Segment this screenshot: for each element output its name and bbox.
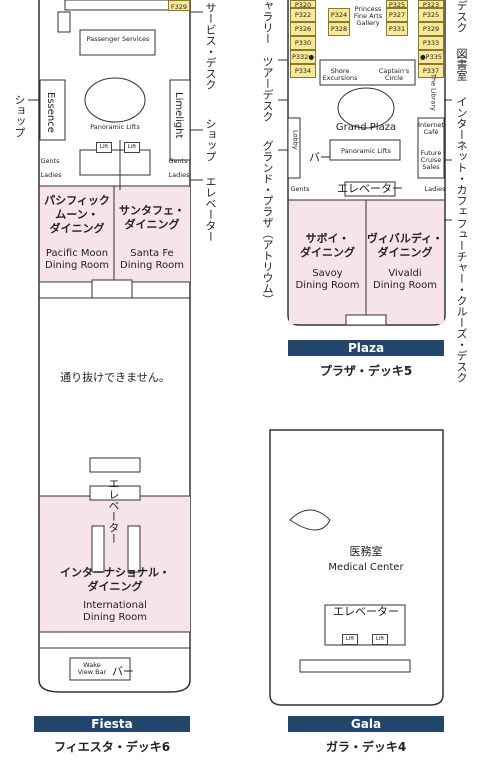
savoy-jp: サボイ・ ダイニング xyxy=(300,232,355,259)
passenger-services-label: Passenger Services xyxy=(86,35,150,43)
cabin[interactable]: P327 xyxy=(386,8,408,22)
lift-box: Lift xyxy=(372,634,388,645)
cabin[interactable]: P320 xyxy=(290,0,316,9)
cabins-mid2: P325 P327 P331 xyxy=(386,0,408,36)
cabin[interactable]: P324 xyxy=(328,8,350,22)
cabin-f329[interactable]: F329 xyxy=(168,0,190,11)
savoy-en: Savoy Dining Room xyxy=(295,268,360,291)
cabin[interactable]: P322 xyxy=(290,8,316,22)
internet-cafe-label: Internet Café xyxy=(418,121,444,137)
cabins-mid1: P324 P328 xyxy=(328,8,350,36)
cabin[interactable]: P334 xyxy=(290,64,316,78)
cabin[interactable]: P332● xyxy=(290,50,316,64)
gents-plaza: Gents xyxy=(290,185,310,193)
cabin[interactable]: P326 xyxy=(290,22,316,36)
cabin[interactable]: P333 xyxy=(418,36,444,50)
cabins-left: P320 P322 P326 P330 P332● P334 xyxy=(290,0,316,78)
plaza-deck: P320 P322 P326 P330 P332● P334 P324 P328… xyxy=(261,0,468,383)
side-label-shop-left: ショップ xyxy=(13,94,26,138)
side-label-desk: デスク xyxy=(455,0,468,33)
fiesta-deck-caption: フィエスタ・デッキ6 xyxy=(53,740,171,754)
elevator-plaza-label: エレベーター xyxy=(337,182,403,195)
future-cruise-label: Future Cruise Sales xyxy=(420,149,442,172)
side-label-gallery: ャラリー xyxy=(261,0,274,44)
cabin[interactable]: P337 xyxy=(418,64,444,78)
cabin[interactable]: P325 xyxy=(418,8,444,22)
fiesta-deck-tag: Fiesta xyxy=(34,716,190,732)
side-label-internet-cafe: インターネット・カフェ xyxy=(455,96,468,217)
cabin[interactable]: ●P335 xyxy=(418,50,444,64)
side-label-elevator: エレベーター xyxy=(204,176,217,242)
panoramic-lifts-plaza: Panoramic Lifts xyxy=(341,147,391,155)
ladies-label: Ladies xyxy=(40,171,62,179)
ladies-label: Ladies xyxy=(168,171,190,179)
gala-deck-tag: Gala xyxy=(288,716,444,732)
bar-plaza-label: バー xyxy=(309,151,331,164)
pacific-moon-jp: パシフィック ムーン・ ダイニング xyxy=(44,194,110,235)
shore-excursions-label: Shore Excursions xyxy=(322,67,358,83)
gala-deck-caption: ガラ・デッキ4 xyxy=(325,740,407,754)
cabin[interactable]: P328 xyxy=(328,22,350,36)
side-label-service-desk: サービス・デスク xyxy=(204,2,217,90)
plaza-deck-caption: プラザ・デッキ5 xyxy=(319,364,413,378)
grand-plaza-label: Grand Plaza xyxy=(335,122,397,133)
santa-fe-en: Santa Fe Dining Room xyxy=(120,248,184,271)
essence-label: Essence xyxy=(45,92,56,133)
lift-box: Lift xyxy=(96,142,112,153)
cabins-right: P323 P325 P329 P333 ●P335 P337 xyxy=(418,0,444,78)
cabin[interactable]: P325 xyxy=(386,0,408,9)
elevator-gala-label: エレベーター xyxy=(333,605,399,618)
vivaldi-en: Vivaldi Dining Room xyxy=(373,268,437,291)
pacific-moon-en: Pacific Moon Dining Room xyxy=(45,248,109,271)
lift-box: Lift xyxy=(124,142,140,153)
lobby-label: Lobby xyxy=(291,130,300,150)
vivaldi-jp: ヴィバルディ・ ダイニング xyxy=(366,232,444,259)
side-label-shop-right: ショップ xyxy=(204,118,217,162)
lift-box: Lift xyxy=(342,634,358,645)
wake-view-bar-label: Wake View Bar xyxy=(77,661,107,677)
international-en: International Dining Room xyxy=(83,600,147,623)
limelight-label: Limelight xyxy=(173,92,184,139)
bar-fiesta-label: バー xyxy=(112,665,134,678)
panoramic-lifts-label: Panoramic Lifts xyxy=(90,123,140,131)
cabin[interactable]: P323 xyxy=(418,0,444,9)
captains-circle-label: Captain's Circle xyxy=(378,67,410,83)
no-pass-notice: 通り抜けできません。 xyxy=(60,371,170,384)
international-jp: インターナショナル・ ダイニング xyxy=(60,566,170,593)
ladies-plaza: Ladies xyxy=(424,185,446,193)
gents-label: Gents xyxy=(40,157,60,165)
elevator-fiesta-label: エレベーター xyxy=(107,478,120,544)
cabin[interactable]: P330 xyxy=(290,36,316,50)
medical-center-jp: 医務室 xyxy=(349,545,383,558)
cabin[interactable]: P329 xyxy=(418,22,444,36)
library-label: The Library xyxy=(429,74,438,111)
gents-label: Gents xyxy=(168,157,188,165)
santa-fe-jp: サンタフェ・ ダイニング xyxy=(119,204,185,231)
plaza-deck-tag: Plaza xyxy=(288,340,444,356)
fine-arts-gallery-label: Princess Fine Arts Gallery xyxy=(353,5,383,28)
side-label-grand-plaza: グランド・プラザ（アトリウム） xyxy=(261,140,274,305)
side-label-tour-desk: ツアーデスク xyxy=(261,56,274,122)
medical-center-en: Medical Center xyxy=(328,562,404,573)
side-label-library: 図書室 xyxy=(455,48,468,81)
cabin[interactable]: P331 xyxy=(386,22,408,36)
side-label-future-cruise: フューチャー・クルーズ・デスク xyxy=(455,218,468,383)
